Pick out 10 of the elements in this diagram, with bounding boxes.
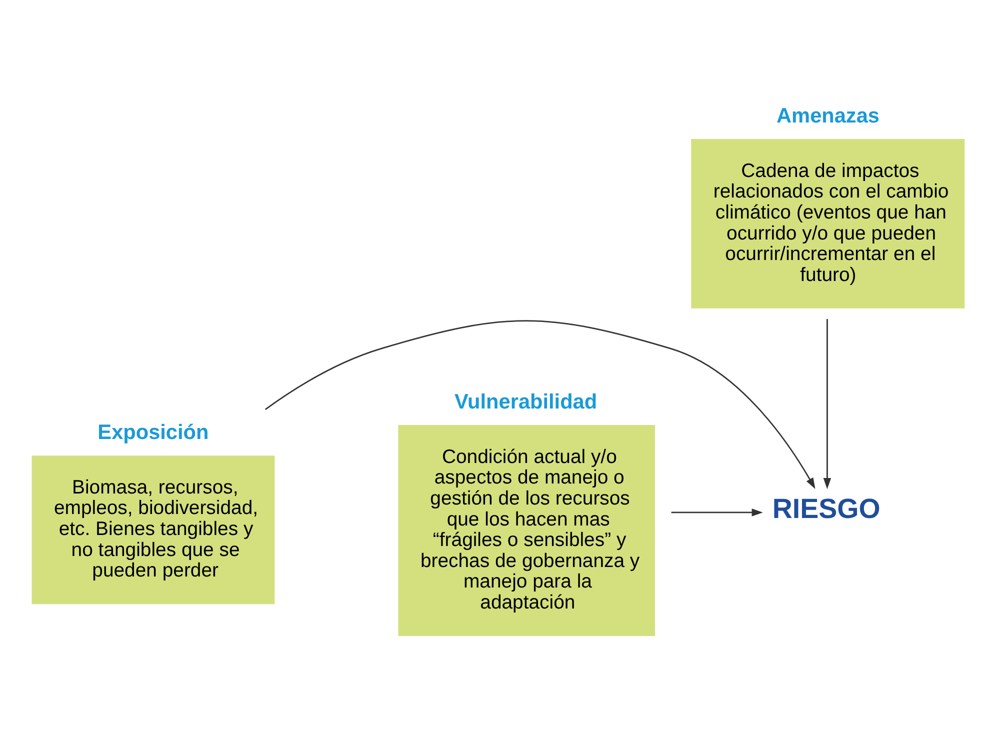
arrow bbox=[671, 508, 763, 516]
node-label: Exposición bbox=[98, 420, 209, 444]
node-text: RIESGO bbox=[772, 492, 880, 524]
node-box: Biomasa, recursos, empleos, biodiversidad, etc. Bienes tangibles y no tangibles que se pueden perder bbox=[32, 455, 275, 604]
arrow bbox=[823, 318, 832, 489]
node-box: Cadena de impactos relacionados con el cambio climático (eventos que han ocurrido y/o que pueden ocurrir/incrementar en el futuro) bbox=[691, 138, 965, 308]
node-label: Amenazas bbox=[776, 104, 880, 127]
arrow bbox=[264, 320, 816, 488]
node-box: Condición actual y/o aspectos de manejo o gestión de los recursos que los hacen mas “frágiles o sensibles” y brechas de gobernanza y manejo para la adaptación bbox=[398, 424, 656, 636]
node-label: Vulnerabilidad bbox=[454, 390, 598, 413]
